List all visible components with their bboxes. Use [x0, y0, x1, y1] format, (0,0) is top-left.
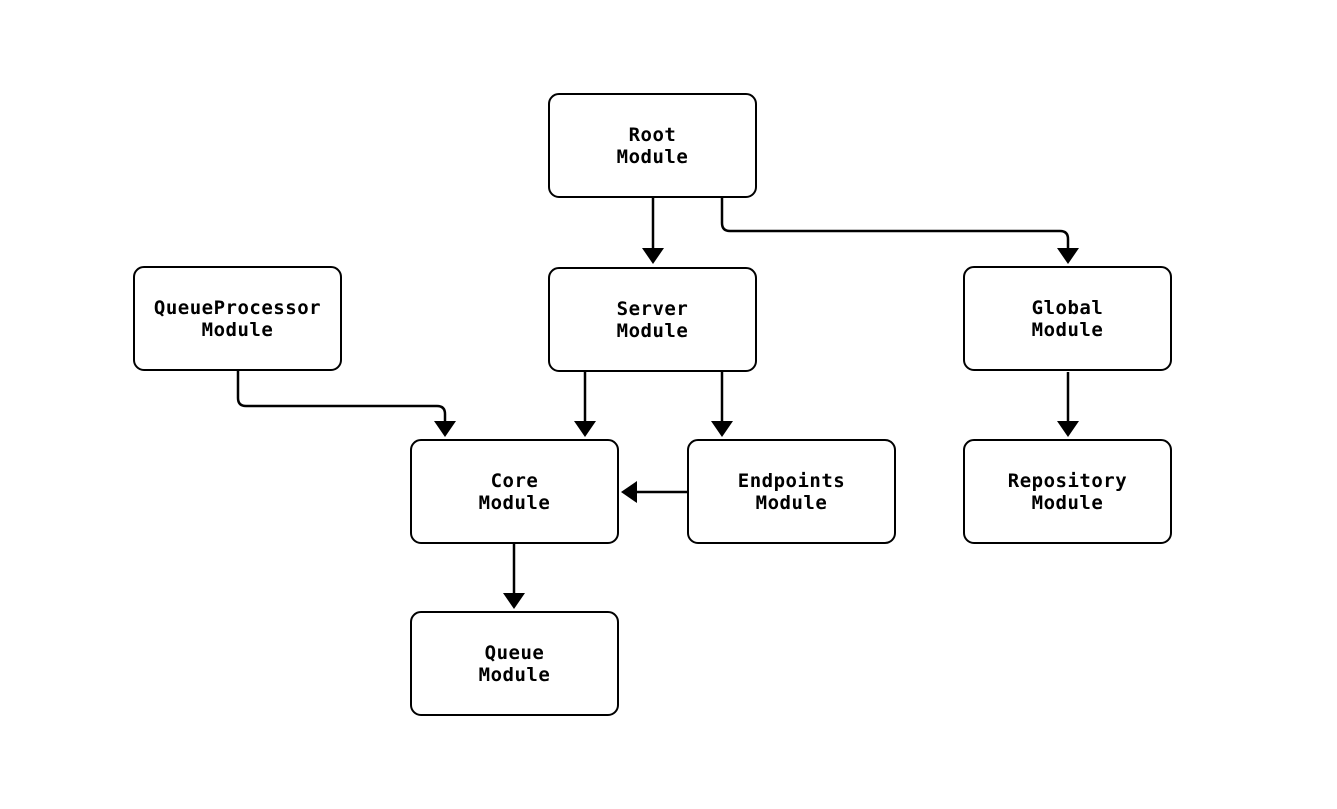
- node-title: Server: [616, 297, 689, 320]
- node-title: Queue: [484, 641, 545, 664]
- node-title: Repository: [1007, 469, 1128, 492]
- node-subtitle: Module: [478, 663, 551, 686]
- node-server-module: Server Module: [548, 267, 757, 372]
- node-endpoints-module: Endpoints Module: [687, 439, 896, 544]
- node-title: Endpoints: [737, 469, 846, 492]
- node-subtitle: Module: [1031, 491, 1104, 514]
- node-subtitle: Module: [1031, 318, 1104, 341]
- node-global-module: Global Module: [963, 266, 1172, 371]
- node-subtitle: Module: [616, 145, 689, 168]
- node-queueprocessor-module: QueueProcessor Module: [133, 266, 342, 371]
- node-queue-module: Queue Module: [410, 611, 619, 716]
- node-title: Core: [490, 469, 539, 492]
- edge-root-to-global: [720, 198, 1079, 264]
- node-title: Global: [1031, 296, 1104, 319]
- node-root-module: Root Module: [548, 93, 757, 198]
- node-subtitle: Module: [478, 491, 551, 514]
- node-title: Root: [628, 123, 677, 146]
- node-title: QueueProcessor: [153, 296, 322, 319]
- node-subtitle: Module: [201, 318, 274, 341]
- node-subtitle: Module: [755, 491, 828, 514]
- node-repository-module: Repository Module: [963, 439, 1172, 544]
- node-subtitle: Module: [616, 319, 689, 342]
- node-core-module: Core Module: [410, 439, 619, 544]
- edge-queueprocessor-to-core: [236, 371, 456, 437]
